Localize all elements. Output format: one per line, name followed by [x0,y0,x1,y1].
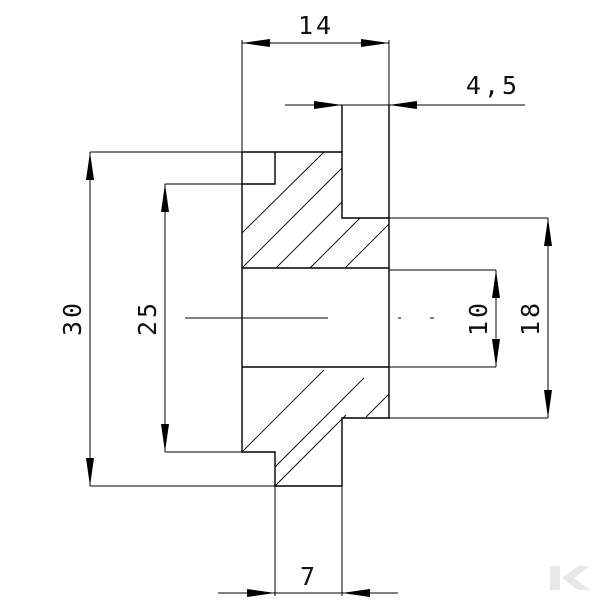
dim-label-flange-height: 25 [133,300,162,336]
dimension-flange-height: 25 [133,184,169,452]
dim-label-top-width: 14 [298,11,334,40]
part-outline [241,105,390,487]
extension-lines [90,40,548,596]
brand-k-logo-icon [550,566,590,590]
dimension-bottom-width: 7 [218,562,398,597]
dim-label-top-offset: 4,5 [466,71,520,100]
dimension-top-offset: 4,5 [285,71,525,109]
dim-label-bore-diameter: 10 [464,300,493,336]
dim-label-outer-height: 30 [58,300,87,336]
dimension-bore-diameter: 10 [464,270,500,367]
dimension-outer-height: 30 [58,152,94,486]
dimension-top-width: 14 [242,11,389,47]
section-hatching [241,151,390,487]
dim-label-hub-diameter: 18 [516,300,545,336]
dim-label-bottom-width: 7 [300,562,318,591]
dimension-hub-diameter: 18 [516,218,552,418]
